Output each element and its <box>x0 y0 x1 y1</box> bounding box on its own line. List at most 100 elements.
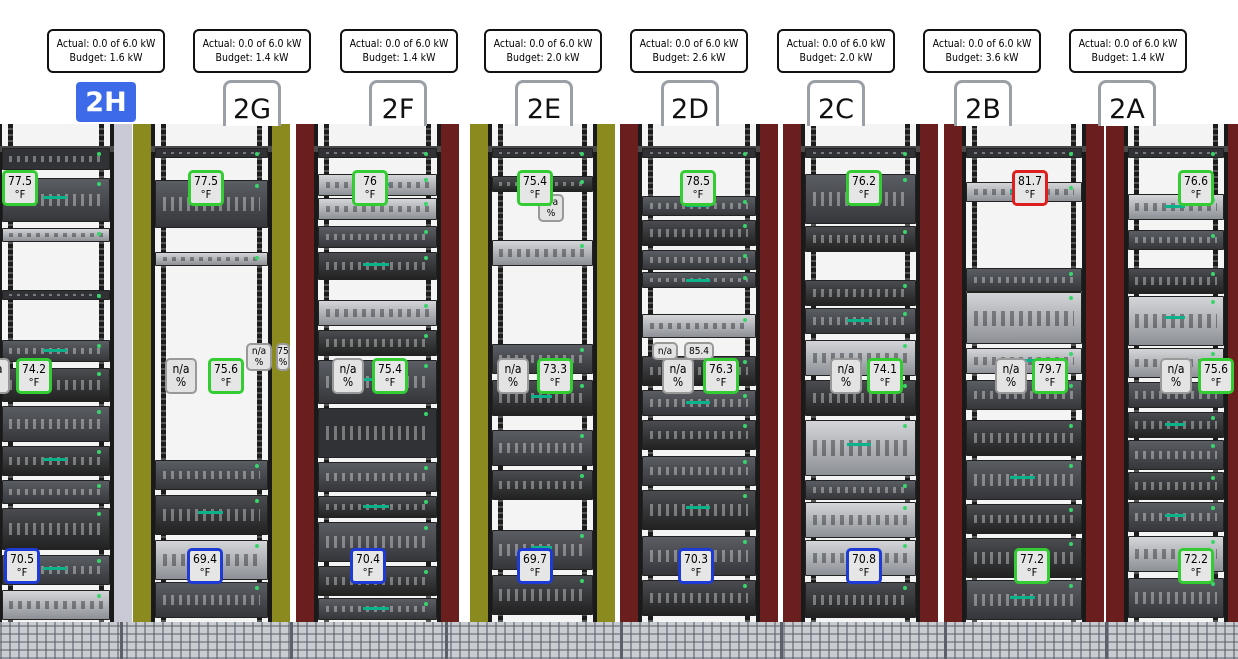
server-unit[interactable] <box>805 420 916 476</box>
server-unit[interactable] <box>642 390 756 416</box>
temp-sensor-top[interactable]: 77.5°F <box>188 170 224 206</box>
humidity-sensor[interactable]: n/a% <box>0 358 10 394</box>
server-unit[interactable] <box>155 252 268 266</box>
server-unit[interactable] <box>155 148 268 158</box>
rack-2h[interactable] <box>0 124 132 622</box>
server-unit[interactable] <box>155 582 268 618</box>
humidity-sensor[interactable]: n/a% <box>165 358 197 394</box>
temp-sensor-top[interactable]: 78.5°F <box>680 170 716 206</box>
server-unit[interactable] <box>2 590 110 620</box>
server-unit[interactable] <box>2 406 110 442</box>
humidity-sensor[interactable]: n/a% <box>662 358 694 394</box>
background-temp-sensor[interactable]: 85.4 <box>684 342 714 360</box>
server-unit[interactable] <box>1128 502 1224 532</box>
server-unit[interactable] <box>1128 148 1224 158</box>
humidity-sensor[interactable]: n/a% <box>497 358 529 394</box>
server-unit[interactable] <box>805 226 916 252</box>
humidity-sensor[interactable]: n/a% <box>332 358 364 394</box>
temp-sensor-bottom[interactable]: 69.7°F <box>517 548 553 584</box>
server-unit[interactable] <box>642 148 756 158</box>
server-unit[interactable] <box>642 490 756 530</box>
server-unit[interactable] <box>805 480 916 500</box>
server-unit[interactable] <box>2 508 110 550</box>
temp-sensor-mid[interactable]: 75.4°F <box>372 358 408 394</box>
rack-label-2f[interactable]: 2F <box>369 80 427 126</box>
server-unit[interactable] <box>318 462 437 492</box>
server-unit[interactable] <box>966 268 1082 292</box>
server-unit[interactable] <box>642 580 756 616</box>
temp-sensor-top[interactable]: 76.6°F <box>1178 170 1214 206</box>
temp-sensor-mid[interactable]: 74.1°F <box>867 358 903 394</box>
server-unit[interactable] <box>492 430 593 466</box>
server-unit[interactable] <box>492 470 593 500</box>
temp-sensor-mid[interactable]: 79.7°F <box>1032 358 1068 394</box>
server-unit[interactable] <box>642 456 756 486</box>
server-unit[interactable] <box>805 308 916 334</box>
rack-label-2d[interactable]: 2D <box>661 80 719 126</box>
server-unit[interactable] <box>2 446 110 476</box>
server-unit[interactable] <box>492 240 593 266</box>
server-unit[interactable] <box>966 420 1082 456</box>
server-unit[interactable] <box>805 148 916 158</box>
server-unit[interactable] <box>318 598 437 620</box>
server-unit[interactable] <box>1128 440 1224 470</box>
humidity-sensor[interactable]: n/a% <box>830 358 862 394</box>
background-humidity-sensor[interactable]: 75 % <box>276 343 290 371</box>
server-unit[interactable] <box>2 340 110 362</box>
server-unit[interactable] <box>2 480 110 504</box>
server-unit[interactable] <box>1128 412 1224 438</box>
server-unit[interactable] <box>642 420 756 450</box>
temp-sensor-bottom[interactable]: 77.2°F <box>1014 548 1050 584</box>
server-unit[interactable] <box>318 330 437 356</box>
temp-sensor-mid[interactable]: 75.6°F <box>208 358 244 394</box>
server-unit[interactable] <box>805 502 916 538</box>
server-unit[interactable] <box>318 408 437 458</box>
background-humidity-sensor[interactable]: n/a % <box>246 343 272 371</box>
temp-sensor-bottom[interactable]: 70.8°F <box>846 548 882 584</box>
server-unit[interactable] <box>966 580 1082 620</box>
temp-sensor-top[interactable]: 77.5°F <box>2 170 38 206</box>
temp-sensor-mid[interactable]: 74.2°F <box>16 358 52 394</box>
server-unit[interactable] <box>642 250 756 270</box>
server-unit[interactable] <box>966 292 1082 344</box>
rack-label-2a[interactable]: 2A <box>1098 80 1156 126</box>
server-unit[interactable] <box>2 290 110 300</box>
temp-sensor-top[interactable]: 76.2°F <box>846 170 882 206</box>
server-unit[interactable] <box>642 314 756 338</box>
humidity-sensor[interactable]: n/a% <box>995 358 1027 394</box>
server-unit[interactable] <box>318 300 437 326</box>
server-unit[interactable] <box>1128 578 1224 618</box>
server-unit[interactable] <box>1128 268 1224 294</box>
server-unit[interactable] <box>318 226 437 248</box>
temp-sensor-mid[interactable]: 76.3°F <box>703 358 739 394</box>
temp-sensor-bottom[interactable]: 72.2°F <box>1178 548 1214 584</box>
server-unit[interactable] <box>318 252 437 280</box>
humidity-sensor[interactable]: n/a% <box>1160 358 1192 394</box>
server-unit[interactable] <box>492 148 593 158</box>
server-unit[interactable] <box>1128 296 1224 346</box>
server-unit[interactable] <box>642 272 756 288</box>
server-unit[interactable] <box>2 148 110 170</box>
rack-label-2h[interactable]: 2H <box>76 82 136 122</box>
server-unit[interactable] <box>318 148 437 158</box>
rack-label-2e[interactable]: 2E <box>515 80 573 126</box>
temp-sensor-top[interactable]: 76°F <box>352 170 388 206</box>
temp-sensor-mid[interactable]: 75.6°F <box>1198 358 1234 394</box>
server-unit[interactable] <box>966 504 1082 534</box>
server-unit[interactable] <box>155 495 268 535</box>
server-unit[interactable] <box>966 148 1082 158</box>
server-unit[interactable] <box>642 220 756 246</box>
temp-sensor-bottom[interactable]: 70.4°F <box>350 548 386 584</box>
rack-label-2c[interactable]: 2C <box>807 80 865 126</box>
server-unit[interactable] <box>1128 472 1224 500</box>
server-unit[interactable] <box>2 228 110 242</box>
temp-sensor-bottom[interactable]: 70.3°F <box>678 548 714 584</box>
server-unit[interactable] <box>805 582 916 618</box>
server-unit[interactable] <box>155 460 268 490</box>
temp-sensor-top[interactable]: 81.7°F <box>1012 170 1048 206</box>
server-unit[interactable] <box>805 280 916 306</box>
temp-sensor-bottom[interactable]: 69.4°F <box>187 548 223 584</box>
temp-sensor-top[interactable]: 75.4°F <box>517 170 553 206</box>
server-unit[interactable] <box>318 496 437 518</box>
server-unit[interactable] <box>966 460 1082 500</box>
